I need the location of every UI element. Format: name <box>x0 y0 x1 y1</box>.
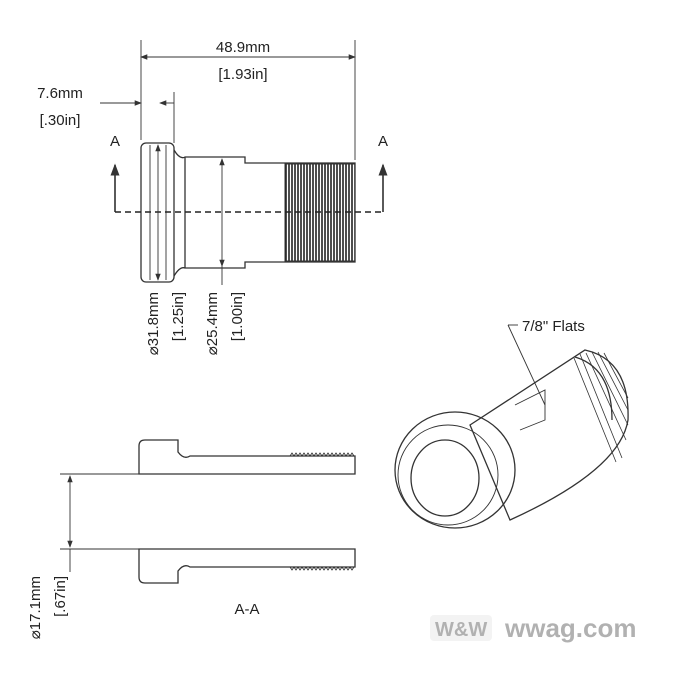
flats-leader <box>507 324 546 406</box>
bore-diameter-mm: ⌀17.1mm <box>27 576 44 639</box>
flats-note: 7/8" Flats <box>522 318 585 335</box>
flange-diameter-mm: ⌀31.8mm <box>145 292 162 355</box>
bore-diameter-in: [.67in] <box>52 576 69 617</box>
svg-text:W&W: W&W <box>435 619 487 641</box>
section-label: A-A <box>234 601 259 618</box>
body-diameter-mm: ⌀25.4mm <box>204 292 221 355</box>
svg-text:wwag.com: wwag.com <box>504 613 636 643</box>
flange-width-mm: 7.6mm <box>37 85 83 102</box>
body-diameter-in: [1.00in] <box>229 292 246 341</box>
overall-length-in: [1.93in] <box>218 66 267 83</box>
section-view: ⌀17.1mm [.67in] A-A <box>27 439 356 639</box>
section-marker-left: A <box>110 133 120 150</box>
isometric-view: 7/8" Flats <box>394 318 629 529</box>
overall-length-mm: 48.9mm <box>216 39 270 56</box>
flange-diameter-in: [1.25in] <box>170 292 187 341</box>
section-marker-right: A <box>378 133 388 150</box>
watermark-logo: W&W wwag.com <box>430 613 636 643</box>
flange-width-in: [.30in] <box>40 112 81 129</box>
side-view: A A 48.9mm [1.93in] 7.6mm [.30in] ⌀31.8m… <box>37 39 388 355</box>
